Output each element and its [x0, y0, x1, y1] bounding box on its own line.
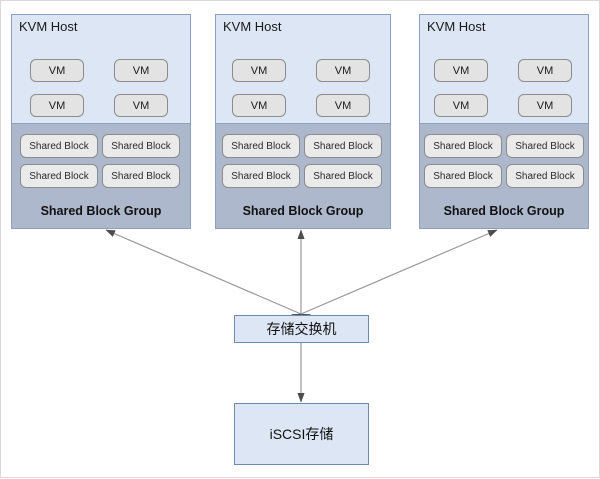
vm-box[interactable]: VM	[434, 59, 488, 82]
host-title: KVM Host	[427, 19, 486, 34]
shared-block[interactable]: Shared Block	[506, 164, 584, 188]
vm-box[interactable]: VM	[114, 59, 168, 82]
iscsi-storage-node[interactable]: iSCSI存储	[234, 403, 369, 465]
shared-block[interactable]: Shared Block	[20, 134, 98, 158]
vm-box[interactable]: VM	[114, 94, 168, 117]
link-switch-host1	[105, 229, 311, 321]
kvm-host-1[interactable]: KVM Host VM VM VM VM Shared Block Shared…	[11, 14, 191, 229]
shared-block[interactable]: Shared Block	[304, 164, 382, 188]
storage-switch-node[interactable]: 存储交换机	[234, 315, 369, 343]
vm-box[interactable]: VM	[232, 94, 286, 117]
shared-block[interactable]: Shared Block	[102, 134, 180, 158]
shared-block[interactable]: Shared Block	[424, 134, 502, 158]
shared-block-group-label: Shared Block Group	[242, 204, 364, 218]
link-switch-host3	[291, 229, 498, 321]
kvm-host-3[interactable]: KVM Host VM VM VM VM Shared Block Shared…	[419, 14, 589, 229]
shared-block-group: Shared Block Shared Block Shared Block S…	[420, 123, 588, 228]
shared-block[interactable]: Shared Block	[424, 164, 502, 188]
host-title: KVM Host	[223, 19, 282, 34]
vm-box[interactable]: VM	[30, 59, 84, 82]
vm-box[interactable]: VM	[316, 94, 370, 117]
storage-switch-label: 存储交换机	[266, 321, 337, 337]
shared-block[interactable]: Shared Block	[506, 134, 584, 158]
shared-block-group: Shared Block Shared Block Shared Block S…	[216, 123, 390, 228]
iscsi-storage-label: iSCSI存储	[269, 426, 334, 442]
vm-box[interactable]: VM	[30, 94, 84, 117]
vm-box[interactable]: VM	[434, 94, 488, 117]
shared-block[interactable]: Shared Block	[304, 134, 382, 158]
vm-box[interactable]: VM	[232, 59, 286, 82]
shared-block-group: Shared Block Shared Block Shared Block S…	[12, 123, 190, 228]
kvm-host-2[interactable]: KVM Host VM VM VM VM Shared Block Shared…	[215, 14, 391, 229]
shared-block[interactable]: Shared Block	[102, 164, 180, 188]
vm-box[interactable]: VM	[316, 59, 370, 82]
shared-block-group-label: Shared Block Group	[40, 204, 162, 218]
shared-block[interactable]: Shared Block	[20, 164, 98, 188]
vm-box[interactable]: VM	[518, 94, 572, 117]
shared-block[interactable]: Shared Block	[222, 164, 300, 188]
vm-box[interactable]: VM	[518, 59, 572, 82]
shared-block[interactable]: Shared Block	[222, 134, 300, 158]
shared-block-group-label: Shared Block Group	[443, 204, 565, 218]
host-title: KVM Host	[19, 19, 78, 34]
